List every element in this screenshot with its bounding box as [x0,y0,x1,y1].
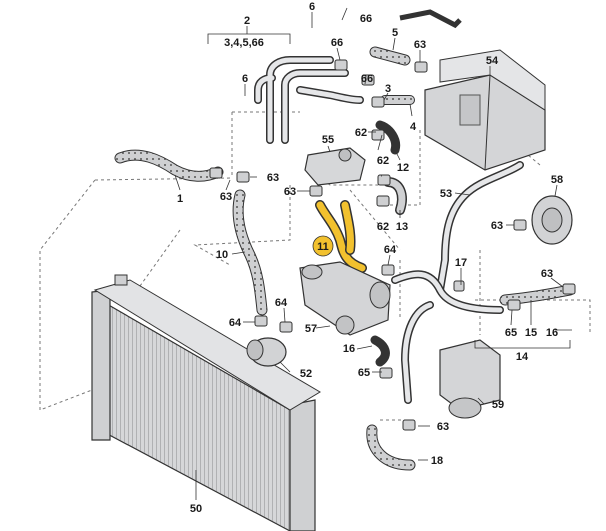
callout-15: 15 [525,327,537,339]
callout-64: 64 [229,317,242,329]
callout-13: 13 [396,221,408,233]
hose-12 [375,120,401,155]
callout-54: 54 [486,55,499,67]
callout-labels: 2 3,4,5,66 6 6 66 66 66 5 63 54 3 4 55 6… [177,1,563,515]
callout-5: 5 [392,27,398,39]
callout-10: 10 [216,249,228,261]
callout-63: 63 [267,172,279,184]
callout-50: 50 [190,503,202,515]
callout-63: 63 [414,39,426,51]
callout-11: 11 [317,241,329,253]
hose-11-highlighted [315,200,367,273]
callout-65: 65 [358,367,370,379]
electric-pump-58 [531,195,573,245]
callout-4: 4 [410,121,417,133]
callout-66: 66 [361,73,373,85]
callout-62: 62 [355,127,367,139]
callout-63: 63 [220,191,232,203]
callout-64: 64 [384,244,397,256]
callout-1: 1 [177,193,183,205]
callout-62: 62 [377,155,389,167]
pipe-14 [391,270,504,404]
clamps [209,59,576,431]
callout-58: 58 [551,174,563,186]
label-leaders [174,7,572,500]
callout-3: 3 [385,83,391,95]
callout-55: 55 [322,134,334,146]
callout-65: 65 [505,327,517,339]
callout-63: 63 [284,186,296,198]
callout-59: 59 [492,399,504,411]
callout-14: 14 [516,351,529,363]
callout-66: 66 [360,13,372,25]
callout-6: 6 [309,1,315,13]
coolant-pump-55 [304,147,366,186]
callout-53: 53 [440,188,452,200]
pipe-53 [436,161,524,294]
bracket [399,9,462,29]
aux-pump-52 [246,337,287,367]
callout-16: 16 [546,327,558,339]
thermostat-housing-54 [424,49,546,171]
oil-cooler-59 [439,339,501,419]
callout-63: 63 [541,268,553,280]
callout-57: 57 [305,323,317,335]
callout-18: 18 [431,455,443,467]
hose-16 [370,335,390,367]
callout-64: 64 [275,297,288,309]
callout-16: 16 [343,343,355,355]
callout-6: 6 [242,73,248,85]
callout-17: 17 [455,257,467,269]
callout-2: 2 [244,15,250,27]
callout-62: 62 [377,221,389,233]
callout-63: 63 [437,421,449,433]
water-outlet-57 [299,261,391,336]
radiator [91,274,321,531]
highlight-badge-11 [312,235,334,257]
callout-52: 52 [300,368,312,380]
callout-12: 12 [397,162,409,174]
callout-66: 66 [331,37,343,49]
callout-3-4-5-66: 3,4,5,66 [224,37,264,49]
callout-63: 63 [491,220,503,232]
